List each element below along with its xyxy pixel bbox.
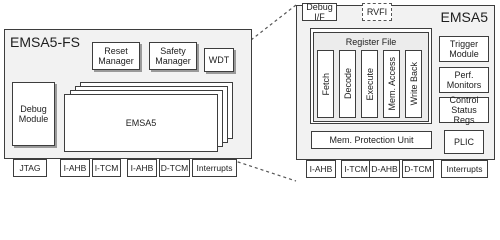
mem-access-stage: Mem. Access xyxy=(383,50,400,118)
left-i-tcm-label: I-TCM xyxy=(94,163,119,173)
left-i-ahb-2-label: I-AHB xyxy=(130,163,154,173)
rvfi-port: RVFI xyxy=(362,3,392,21)
plic-block: PLIC xyxy=(444,130,484,154)
rvfi-label: RVFI xyxy=(366,7,388,17)
debug-module-label: Debug Module xyxy=(18,104,49,124)
left-interrupts-label: Interrupts xyxy=(196,163,233,173)
debug-if-port: Debug I/F xyxy=(302,2,337,22)
decode-stage: Decode xyxy=(339,50,356,118)
right-i-ahb-port: I-AHB xyxy=(306,160,336,178)
emsa5-core-block: EMSA5 xyxy=(64,94,218,152)
left-i-ahb-label: I-AHB xyxy=(63,163,87,173)
execute-stage: Execute xyxy=(361,50,378,118)
zoom-guide-bottom xyxy=(231,159,297,182)
right-interrupts-label: Interrupts xyxy=(446,164,483,174)
right-i-tcm-port: I-TCM xyxy=(341,160,371,178)
right-d-tcm-label: D-TCM xyxy=(404,164,432,174)
control-status-regs-label: Control Status Regs xyxy=(449,95,479,125)
reset-manager-block: Reset Manager xyxy=(92,42,140,70)
left-interrupts-port: Interrupts xyxy=(192,159,237,177)
jtag-label: JTAG xyxy=(19,163,41,173)
register-file-label: Register File xyxy=(345,37,397,47)
right-d-ahb-port: D-AHB xyxy=(369,160,400,178)
left-d-tcm-label: D-TCM xyxy=(160,163,189,173)
architecture-diagram: EMSA5-FS Reset Manager Safety Manager WD… xyxy=(4,2,495,182)
decode-label: Decode xyxy=(342,68,353,100)
safety-manager-block: Safety Manager xyxy=(149,42,197,70)
write-back-stage: Write Back xyxy=(405,50,422,118)
left-i-ahb-port-2: I-AHB xyxy=(127,159,157,177)
right-i-ahb-label: I-AHB xyxy=(309,164,333,174)
perf-monitors-label: Perf. Monitors xyxy=(446,70,482,90)
left-i-ahb-port: I-AHB xyxy=(60,159,90,177)
trigger-module-block: Trigger Module xyxy=(439,36,489,62)
left-d-tcm-port: D-TCM xyxy=(159,159,190,177)
mem-protection-unit-block: Mem. Protection Unit xyxy=(311,131,432,149)
fetch-label: Fetch xyxy=(320,72,331,96)
mem-access-label: Mem. Access xyxy=(386,57,397,111)
fetch-stage: Fetch xyxy=(317,50,334,118)
debug-if-label: Debug I/F xyxy=(306,2,333,22)
safety-manager-label: Safety Manager xyxy=(155,46,191,66)
reset-manager-label: Reset Manager xyxy=(98,46,134,66)
trigger-module-label: Trigger Module xyxy=(449,39,479,59)
zoom-guide-top xyxy=(250,4,297,41)
emsa5-fs-title: EMSA5-FS xyxy=(10,34,81,50)
perf-monitors-block: Perf. Monitors xyxy=(439,67,489,93)
control-status-regs-block: Control Status Regs xyxy=(439,95,489,125)
debug-module-block: Debug Module xyxy=(12,82,55,146)
plic-label: PLIC xyxy=(453,137,474,147)
right-d-tcm-port: D-TCM xyxy=(402,160,434,178)
emsa5-core-label: EMSA5 xyxy=(125,118,157,128)
execute-label: Execute xyxy=(364,67,375,101)
right-interrupts-port: Interrupts xyxy=(441,160,488,178)
mem-protection-unit-label: Mem. Protection Unit xyxy=(329,135,414,145)
write-back-label: Write Back xyxy=(408,62,419,106)
left-i-tcm-port: I-TCM xyxy=(92,159,121,177)
jtag-port: JTAG xyxy=(13,159,47,177)
wdt-label: WDT xyxy=(208,55,230,65)
right-d-ahb-label: D-AHB xyxy=(371,164,398,174)
emsa5-detail-title: EMSA5 xyxy=(440,9,488,25)
right-i-tcm-label: I-TCM xyxy=(344,164,368,174)
wdt-block: WDT xyxy=(204,48,234,72)
